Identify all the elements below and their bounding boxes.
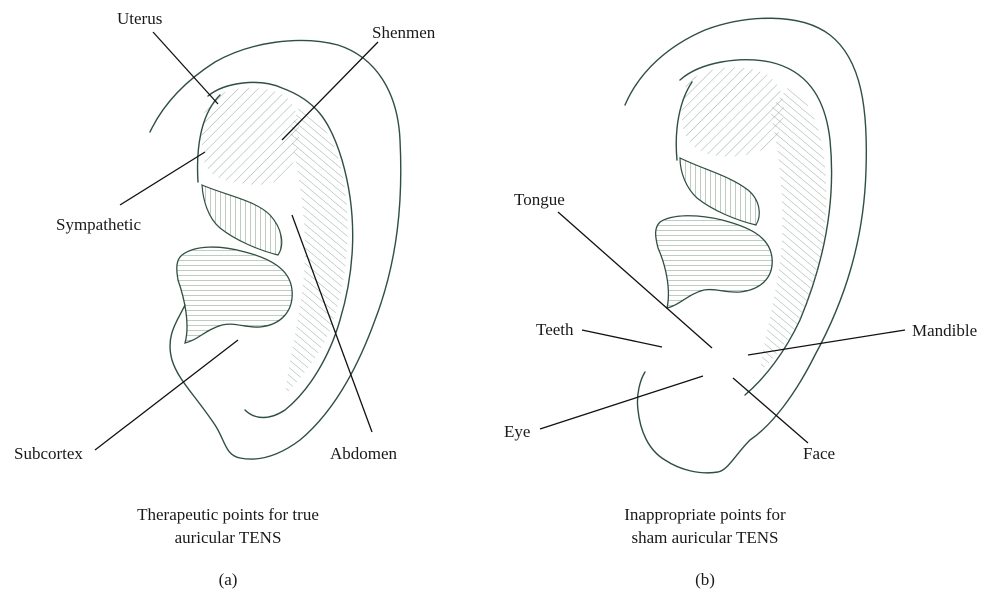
leader-eye xyxy=(540,376,703,429)
label-abdomen: Abdomen xyxy=(330,444,398,463)
leader-shenmen xyxy=(282,42,378,140)
tragus-region-b xyxy=(656,216,773,308)
label-subcortex: Subcortex xyxy=(14,444,83,463)
label-sympathetic: Sympathetic xyxy=(56,215,141,234)
caption-a-line2: auricular TENS xyxy=(175,528,282,547)
leader-teeth xyxy=(582,330,662,347)
panel-tag-b: (b) xyxy=(695,570,715,589)
panel-tag-a: (a) xyxy=(219,570,238,589)
tragus-region xyxy=(177,247,292,343)
label-uterus: Uterus xyxy=(117,9,162,28)
label-tongue: Tongue xyxy=(514,190,565,209)
caption-b-line2: sham auricular TENS xyxy=(632,528,779,547)
caption-a-line1: Therapeutic points for true xyxy=(137,505,319,524)
panel-b: Tongue Teeth Mandible Eye Face Inappropr… xyxy=(504,18,977,589)
leader-uterus xyxy=(153,32,218,104)
concha-cymba-region-b xyxy=(680,158,759,225)
label-mandible: Mandible xyxy=(912,321,977,340)
label-shenmen: Shenmen xyxy=(372,23,436,42)
leader-subcortex xyxy=(95,340,238,450)
label-eye: Eye xyxy=(504,422,530,441)
leader-sympathetic xyxy=(120,152,205,205)
fossa-region-b xyxy=(682,67,784,156)
label-teeth: Teeth xyxy=(536,320,574,339)
label-face: Face xyxy=(803,444,835,463)
panel-a: Uterus Shenmen Sympathetic Subcortex Abd… xyxy=(14,9,436,589)
caption-b-line1: Inappropriate points for xyxy=(624,505,786,524)
concha-cymba-region xyxy=(202,185,282,255)
